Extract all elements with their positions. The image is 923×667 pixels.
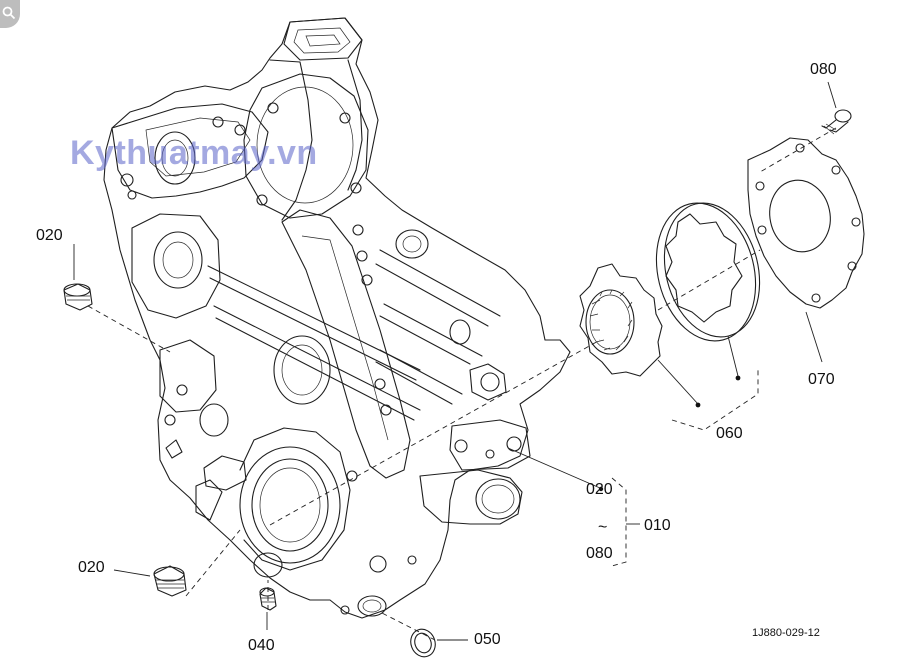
- drawing-code: 1J880-029-12: [752, 627, 820, 639]
- plug-020-upper: [63, 283, 93, 311]
- callout-range-sep: ~: [598, 519, 607, 536]
- screw-080: [821, 109, 852, 135]
- seal-ring-050: [410, 628, 436, 658]
- callout-060: 060: [716, 425, 743, 442]
- inner-rotor: [579, 263, 663, 377]
- pump-cover: [747, 137, 865, 309]
- callout-070: 070: [808, 371, 835, 388]
- gear-case: [103, 17, 571, 619]
- leader-lines: [73, 81, 837, 641]
- screw-040: [259, 587, 277, 611]
- callout-050: 050: [474, 631, 501, 648]
- callout-range-from: 020: [586, 481, 613, 498]
- watermark: Kythuatmay.vn: [70, 134, 318, 172]
- outer-rotor: [655, 202, 761, 342]
- callout-080: 080: [810, 61, 837, 78]
- callout-range-to: 080: [586, 545, 613, 562]
- callout-020-lower: 020: [78, 559, 105, 576]
- callout-010: 010: [644, 517, 671, 534]
- search-icon[interactable]: [0, 0, 20, 28]
- callout-020-upper: 020: [36, 227, 63, 244]
- callout-040: 040: [248, 637, 275, 654]
- plug-020-lower: [153, 565, 187, 597]
